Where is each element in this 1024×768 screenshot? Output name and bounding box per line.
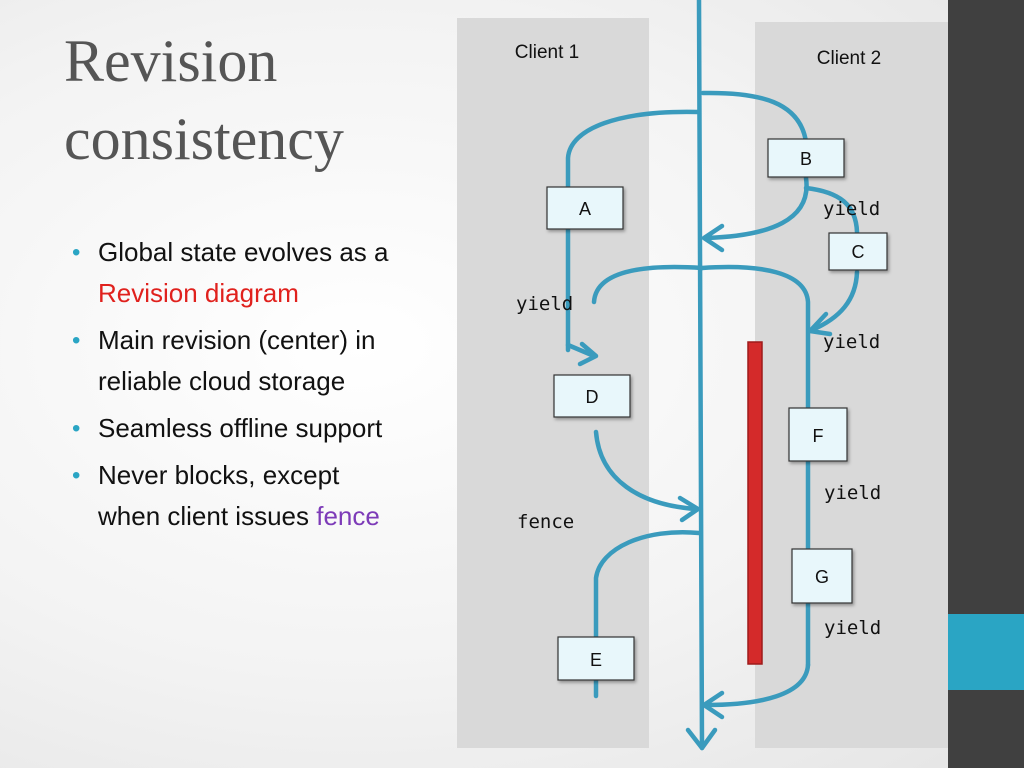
revision-box-a (546, 186, 624, 230)
yield-label-g: yield (824, 617, 881, 639)
bullet-text: Main revision (center) in reliable cloud… (98, 325, 376, 396)
revision-box-b (767, 138, 845, 178)
fence-label: fence (517, 511, 574, 533)
bullet-text: Seamless offline support (98, 413, 383, 443)
fence-blocking-bar (747, 341, 763, 665)
box-a-label: A (579, 199, 591, 219)
yield-label-a: yield (516, 293, 573, 315)
revision-box-g (791, 548, 853, 604)
slide-title-line2: consistency (64, 106, 344, 172)
bullet-text: Never blocks, except when client issues (98, 460, 340, 531)
client2-column (755, 22, 948, 748)
yield-label-c: yield (823, 331, 880, 353)
revision-box-c (828, 232, 888, 271)
box-e-label: E (590, 650, 602, 670)
client2-merge-g (703, 662, 811, 708)
fork-to-f (699, 264, 811, 668)
client2-merge-g-arrowhead (701, 690, 725, 720)
bullet-highlight-red: Revision diagram (98, 278, 299, 308)
client2-label: Client 2 (817, 48, 881, 69)
client2-merge-b (703, 175, 809, 241)
slide-title: Revision consistency (64, 22, 424, 178)
client2-branch-b (700, 90, 809, 145)
client1-merge-arrowhead (677, 495, 701, 523)
box-c-label: C (852, 242, 865, 262)
box-d-label: D (586, 387, 599, 407)
client1-arrow-to-d (565, 342, 597, 359)
main-line-arrowhead (685, 727, 718, 751)
bullet-item: Seamless offline support (72, 408, 392, 449)
fork-to-d (591, 264, 705, 305)
bullet-text: Global state evolves as a (98, 237, 389, 267)
box-b-label: B (800, 149, 812, 169)
revision-box-f (788, 407, 848, 462)
bullet-item: Main revision (center) in reliable cloud… (72, 320, 392, 402)
bullet-list: Global state evolves as a Revision diagr… (72, 232, 392, 543)
main-revision-line (696, 0, 705, 751)
client2-merge-b-arrowhead (701, 223, 725, 253)
client1-merge-d (593, 429, 699, 512)
revision-box-d (553, 374, 631, 418)
client2-b-to-c (803, 185, 860, 235)
slide-title-line1: Revision (64, 28, 278, 94)
yield-label-f: yield (824, 482, 881, 504)
client1-branch-a (565, 109, 702, 353)
revision-diagram: Client 1 Client 2 (457, 0, 948, 751)
client1-branch-e (593, 530, 702, 699)
bullet-item: Global state evolves as a Revision diagr… (72, 232, 392, 314)
client1-arrowhead-d (577, 341, 599, 367)
client1-label: Client 1 (515, 42, 579, 63)
right-accent-block (948, 614, 1024, 690)
client2-c-to-f (809, 269, 860, 333)
box-f-label: F (813, 426, 824, 446)
revision-box-e (557, 636, 635, 681)
bullet-item: Never blocks, except when client issues … (72, 455, 392, 537)
bullet-highlight-purple: fence (316, 501, 380, 531)
yield-label-b: yield (823, 198, 880, 220)
box-g-label: G (815, 567, 829, 587)
